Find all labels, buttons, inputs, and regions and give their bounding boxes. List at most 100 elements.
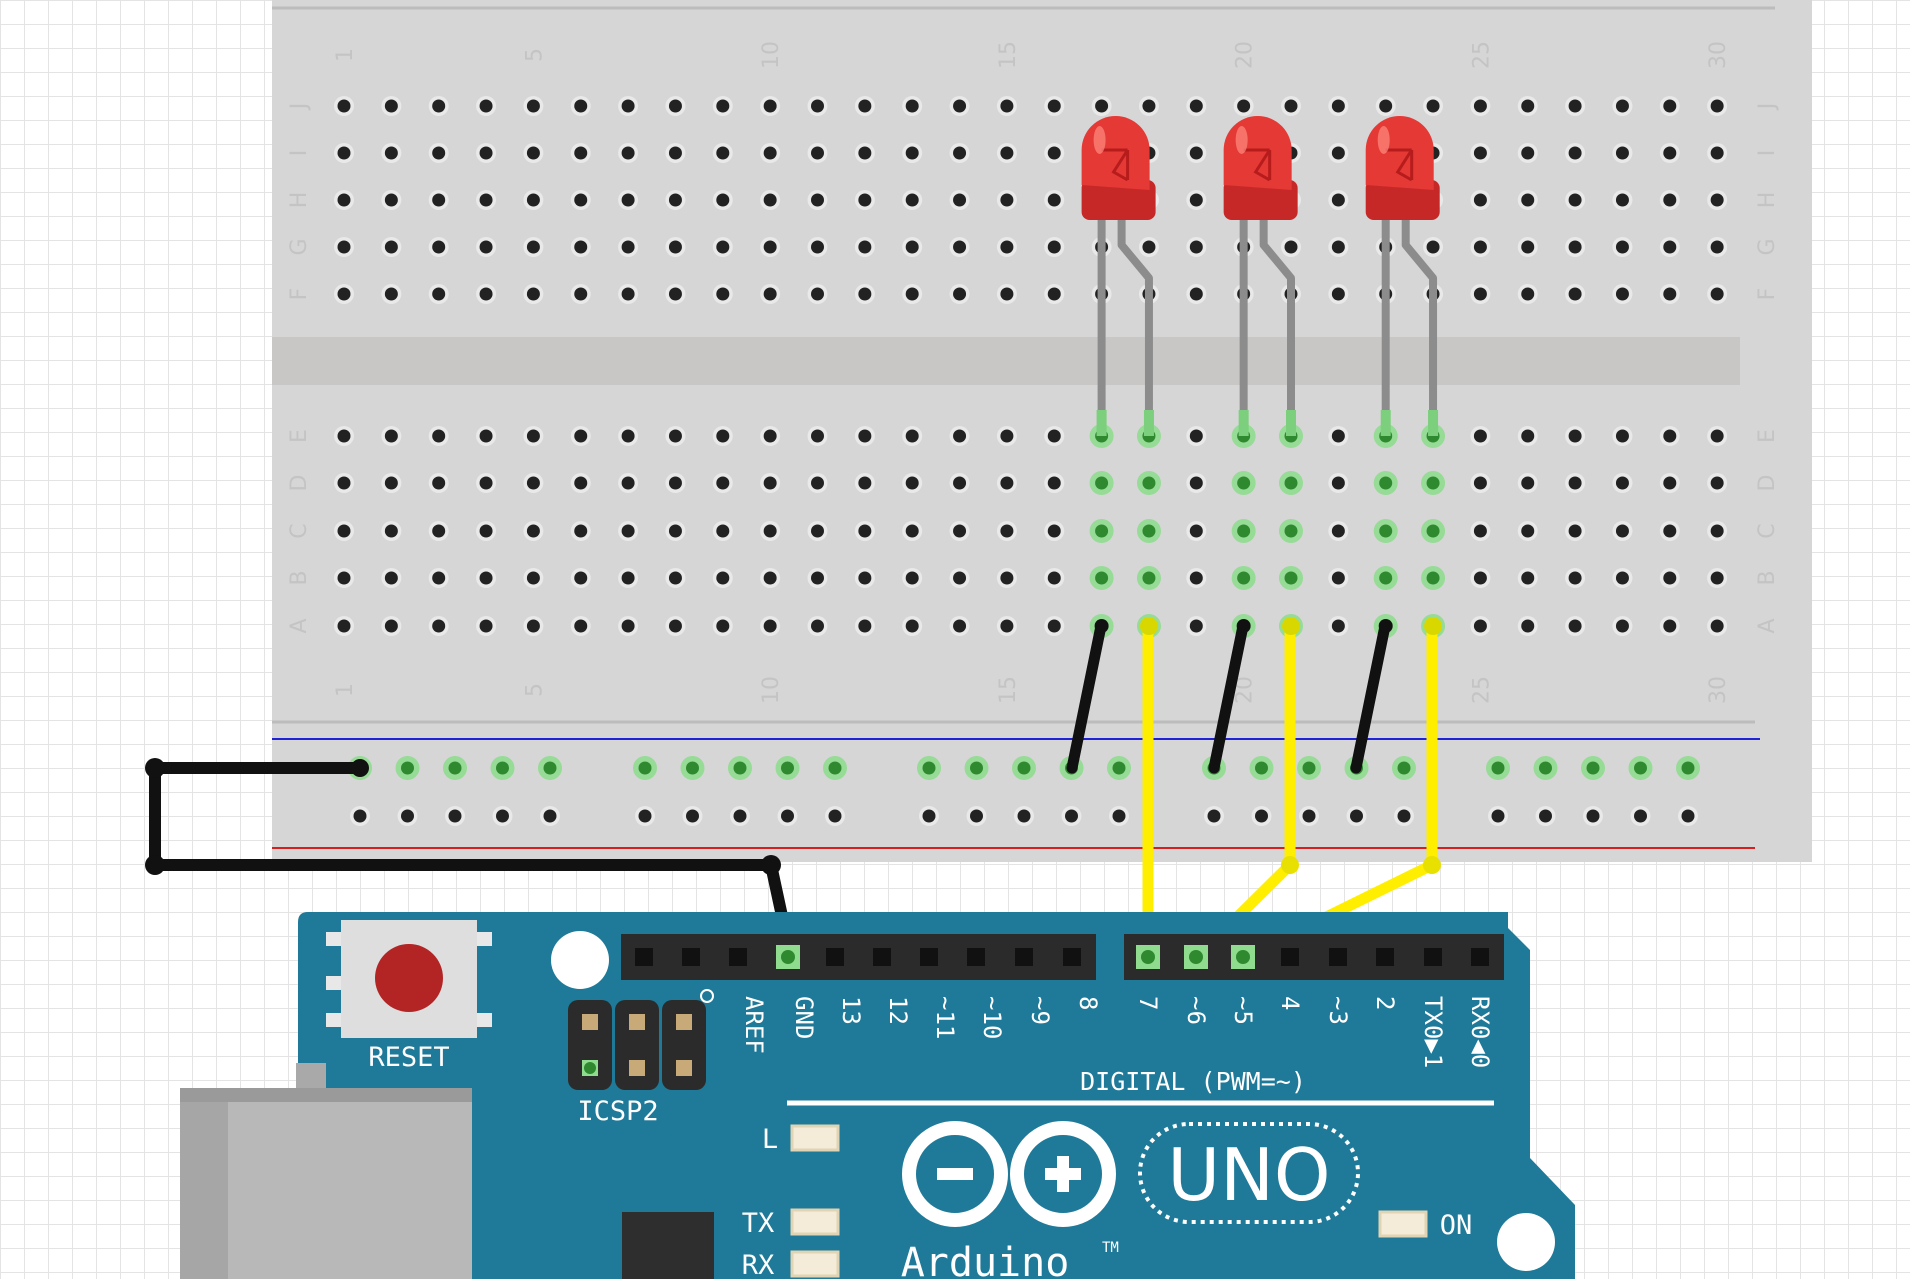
breadboard-hole <box>574 571 588 585</box>
breadboard-hole <box>337 146 351 160</box>
brand-label: Arduino <box>901 1240 1070 1279</box>
breadboard-hole <box>905 193 919 207</box>
breadboard-hole <box>1095 524 1109 538</box>
breadboard-hole <box>1710 287 1724 301</box>
breadboard-hole <box>1615 571 1629 585</box>
breadboard-hole <box>479 287 493 301</box>
rail-hole <box>1681 809 1695 823</box>
breadboard-hole <box>668 287 682 301</box>
breadboard-hole <box>1521 571 1535 585</box>
breadboard-hole <box>432 240 446 254</box>
breadboard-hole <box>1473 571 1487 585</box>
led-highlight <box>1235 126 1248 154</box>
breadboard-hole <box>432 193 446 207</box>
breadboard-hole <box>1189 476 1203 490</box>
breadboard-hole <box>1710 571 1724 585</box>
breadboard-hole <box>858 524 872 538</box>
breadboard-hole <box>1189 146 1203 160</box>
column-number: 1 <box>333 48 358 62</box>
icsp-pin1-marker <box>700 989 714 1003</box>
rail-hole <box>401 809 414 823</box>
breadboard-hole <box>1189 99 1203 113</box>
breadboard-hole <box>858 99 872 113</box>
breadboard-hole <box>526 524 540 538</box>
led-3 <box>1365 116 1440 220</box>
rail-hole <box>1017 761 1031 775</box>
breadboard-hole <box>763 287 777 301</box>
breadboard-hole <box>621 146 635 160</box>
breadboard-hole <box>384 524 398 538</box>
led-leg-tip <box>1380 410 1391 436</box>
breadboard-hole <box>858 476 872 490</box>
breadboard-hole <box>432 429 446 443</box>
breadboard-hole <box>1331 619 1345 633</box>
breadboard-hole <box>1710 524 1724 538</box>
rail-hole <box>1586 761 1600 775</box>
led-on <box>1378 1210 1428 1238</box>
breadboard-hole <box>337 429 351 443</box>
rail-hole <box>543 761 557 775</box>
breadboard-hole <box>432 287 446 301</box>
rail-hole <box>922 809 936 823</box>
led-highlight <box>1093 126 1106 154</box>
digital-label: DIGITAL (PWM=~) <box>1080 1067 1306 1096</box>
breadboard-hole <box>1189 571 1203 585</box>
column-number: 30 <box>1706 41 1731 69</box>
breadboard-hole <box>858 619 872 633</box>
logo-loop-right <box>1010 1121 1116 1227</box>
breadboard-hole <box>1473 476 1487 490</box>
logo-minus <box>937 1168 973 1180</box>
reset-cap[interactable] <box>375 944 443 1012</box>
breadboard-hole <box>1095 99 1109 113</box>
breadboard-hole <box>1095 571 1109 585</box>
column-number: 30 <box>1706 676 1731 704</box>
rail-hole <box>970 761 983 775</box>
breadboard-hole <box>1615 429 1629 443</box>
logo-plus-v <box>1057 1156 1069 1192</box>
breadboard-hole <box>1142 99 1156 113</box>
breadboard-hole <box>953 146 967 160</box>
breadboard-hole <box>1047 146 1061 160</box>
breadboard-hole <box>1142 476 1156 490</box>
rail-hole <box>1634 761 1647 775</box>
breadboard-hole <box>1047 99 1061 113</box>
breadboard-hole <box>1663 99 1677 113</box>
reset-label: RESET <box>368 1042 449 1073</box>
breadboard-hole <box>1710 99 1724 113</box>
wire-ends <box>351 617 1443 777</box>
row-label: C <box>1755 523 1780 538</box>
breadboard-hole <box>621 287 635 301</box>
rail-hole <box>1397 809 1411 823</box>
breadboard-hole <box>1095 476 1109 490</box>
breadboard-hole <box>668 240 682 254</box>
breadboard-hole <box>384 99 398 113</box>
breadboard-hole <box>337 240 351 254</box>
led-tx <box>790 1208 840 1236</box>
breadboard-hole <box>811 571 824 585</box>
breadboard-hole <box>811 287 824 301</box>
wire-bend-2 <box>145 855 165 875</box>
header-label: ~9 <box>1026 996 1054 1025</box>
breadboard-hole <box>337 99 351 113</box>
header-label: 13 <box>837 996 865 1025</box>
breadboard-hole <box>1000 287 1014 301</box>
logo-loop-left <box>902 1121 1008 1227</box>
breadboard-hole <box>1237 476 1251 490</box>
breadboard-hole <box>1426 476 1440 490</box>
breadboard-hole <box>1710 240 1724 254</box>
rail-hole <box>1207 809 1221 823</box>
breadboard-hole <box>763 99 777 113</box>
led-rim <box>1081 180 1156 220</box>
signal-wire-bend-2 <box>1423 856 1441 874</box>
reset-button[interactable] <box>326 920 492 1038</box>
breadboard-hole <box>1710 429 1724 443</box>
breadboard-hole <box>1189 240 1203 254</box>
rail-hole <box>401 761 414 775</box>
breadboard-hole <box>1663 619 1677 633</box>
breadboard-hole <box>432 476 446 490</box>
header-pin <box>1189 950 1203 964</box>
led-leg-tip <box>1286 410 1296 436</box>
